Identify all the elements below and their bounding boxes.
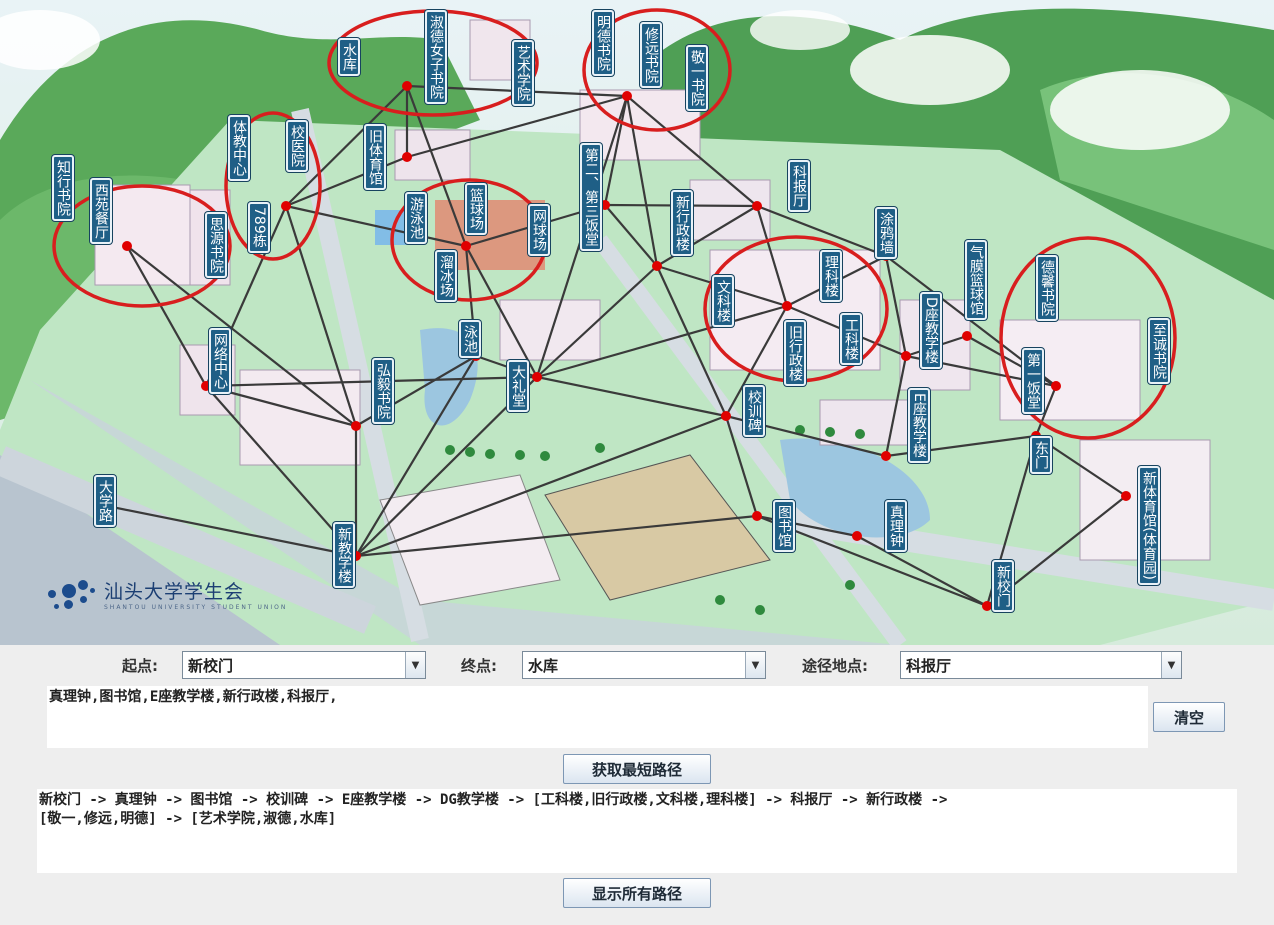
label-lanqiu: 篮球场	[465, 183, 487, 235]
start-select[interactable]: 新校门 ▼	[182, 651, 426, 679]
label-zhenlizhong: 真理钟	[885, 500, 907, 552]
via-list-textarea[interactable]: 真理钟,图书馆,E座教学楼,新行政楼,科报厅,	[47, 686, 1148, 748]
label-qimo: 气膜篮球馆	[965, 240, 987, 320]
label-wenke: 文科楼	[712, 275, 734, 327]
label-like: 理科楼	[820, 250, 842, 302]
label-dalitang: 大礼堂	[507, 360, 529, 412]
student-union-logo: 汕头大学学生会 SHANTOU UNIVERSITY STUDENT UNION	[40, 570, 287, 618]
group-circles	[52, 8, 1177, 440]
label-jiuxingzheng: 旧行政楼	[784, 320, 806, 386]
label-daxuelu: 大学路	[94, 475, 116, 527]
logo-text-cn: 汕头大学学生会	[104, 581, 245, 603]
end-label: 终点:	[461, 657, 497, 675]
label-xiyuan: 西苑餐厅	[90, 178, 112, 244]
shortest-path-button[interactable]: 获取最短路径	[563, 754, 711, 784]
logo-text-en: SHANTOU UNIVERSITY STUDENT UNION	[104, 604, 288, 611]
label-789: 789栋	[248, 202, 270, 253]
label-shuiku: 水库	[338, 38, 360, 76]
label-youyong: 游泳池	[405, 192, 427, 244]
end-select-value: 水库	[528, 656, 559, 675]
label-mingde: 明德书院	[592, 10, 614, 76]
label-dezhi: 德馨书院	[1036, 255, 1058, 321]
label-hongyi: 弘毅书院	[372, 358, 394, 424]
chevron-down-icon[interactable]: ▼	[405, 652, 425, 678]
label-jiutiyu: 旧体育馆	[364, 124, 386, 190]
label-xinjiaoxue: 新教学楼	[333, 522, 355, 588]
label-xiaoxun: 校训碑	[743, 385, 765, 437]
result-textarea[interactable]: 新校门 -> 真理钟 -> 图书馆 -> 校训碑 -> E座教学楼 -> DG教…	[37, 789, 1237, 873]
path-edges	[106, 84, 1127, 608]
label-tuyayuan: 涂鸦墙	[875, 207, 897, 259]
label-wangqiu: 网球场	[528, 204, 550, 256]
campus-map: 水库 淑德女子书院 艺术学院 明德书院 修远书院 敬一书院 体教中心 校医院 旧…	[0, 0, 1274, 645]
label-wangluo: 网络中心	[209, 328, 231, 394]
label-zhixing: 知行书院	[52, 155, 74, 221]
label-shude: 淑德女子书院	[425, 10, 447, 104]
end-select[interactable]: 水库 ▼	[522, 651, 766, 679]
label-yongjian: 泳池	[459, 320, 481, 358]
via-select-value: 科报厅	[906, 656, 952, 675]
show-all-paths-button[interactable]: 显示所有路径	[563, 878, 711, 908]
label-xiaoyiyuan: 校医院	[286, 120, 308, 172]
label-xinxiaomen: 新校门	[992, 560, 1014, 612]
chevron-down-icon[interactable]: ▼	[1161, 652, 1181, 678]
label-gongke: 工科楼	[840, 313, 862, 365]
label-tushuguan: 图书馆	[773, 500, 795, 552]
label-yishu: 艺术学院	[512, 40, 534, 106]
via-label: 途径地点:	[802, 657, 868, 675]
chevron-down-icon[interactable]: ▼	[745, 652, 765, 678]
label-xinxingzheng: 新行政楼	[671, 190, 693, 256]
label-zhicheng: 至诚书院	[1148, 318, 1170, 384]
campus-map-canvas	[0, 0, 1274, 645]
label-kebao: 科报厅	[788, 160, 810, 212]
label-dier: 第二、第三饭堂	[580, 143, 602, 251]
label-tijiao: 体教中心	[228, 115, 250, 181]
logo-icon	[40, 570, 102, 618]
label-xiuyuan: 修远书院	[640, 22, 662, 88]
label-dizuo: D座教学楼	[920, 292, 942, 369]
start-label: 起点:	[122, 657, 158, 675]
start-select-value: 新校门	[188, 656, 234, 675]
label-liubing: 溜冰场	[435, 250, 457, 302]
label-ezuo: E座教学楼	[908, 388, 930, 463]
label-jingyi: 敬一书院	[686, 45, 708, 111]
via-select[interactable]: 科报厅 ▼	[900, 651, 1182, 679]
label-siyuan: 思源书院	[205, 212, 227, 278]
label-xintiyu: 新体育馆(体育园)	[1138, 466, 1160, 585]
label-diyi: 第一饭堂	[1022, 348, 1044, 414]
label-dongmen: 东门	[1030, 436, 1052, 474]
clear-button[interactable]: 清空	[1153, 702, 1225, 732]
